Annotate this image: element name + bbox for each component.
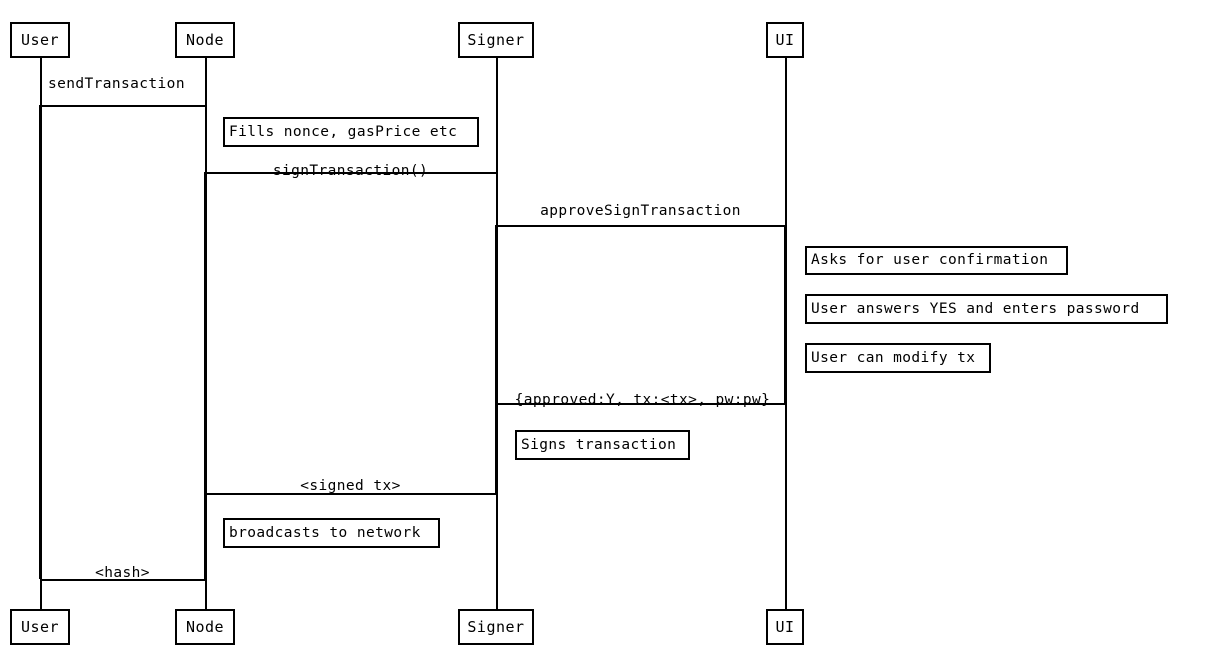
activation-bar-signer: [495, 225, 498, 493]
message-label-approve-sign-transaction: approveSignTransaction: [540, 203, 741, 219]
activation-bar-user: [39, 105, 42, 579]
note-signs-transaction: Signs transaction: [515, 430, 690, 460]
actor-box-user-top[interactable]: User: [10, 22, 70, 58]
message-label-signed-tx: <signed tx>: [300, 478, 401, 494]
actor-box-ui-bottom[interactable]: UI: [766, 609, 804, 645]
note-label-asks-for-user-confirmation: Asks for user confirmation: [811, 252, 1049, 269]
note-user-can-modify-tx: User can modify tx: [805, 343, 991, 373]
actor-box-user-bottom[interactable]: User: [10, 609, 70, 645]
note-label-signs-transaction: Signs transaction: [521, 436, 677, 453]
note-label-user-answers-yes: User answers YES and enters password: [811, 300, 1140, 317]
note-fills-nonce-gasprice: Fills nonce, gasPrice etc: [223, 117, 479, 147]
actor-label-user-bottom: User: [20, 617, 60, 636]
note-asks-for-user-confirmation: Asks for user confirmation: [805, 246, 1068, 275]
actor-label-ui-bottom: UI: [775, 617, 795, 636]
message-line-approve-sign-transaction: [496, 225, 786, 227]
note-label-broadcasts-to-network: broadcasts to network: [229, 524, 421, 541]
actor-box-node-bottom[interactable]: Node: [175, 609, 235, 645]
message-line-signed-tx: [205, 493, 497, 495]
activation-bar-ui: [784, 225, 787, 403]
note-user-answers-yes: User answers YES and enters password: [805, 294, 1168, 324]
message-line-hash: [40, 579, 206, 581]
note-label-user-can-modify-tx: User can modify tx: [811, 349, 976, 366]
actor-box-signer-top[interactable]: Signer: [458, 22, 534, 58]
actor-label-ui-top: UI: [775, 30, 795, 49]
actor-box-signer-bottom[interactable]: Signer: [458, 609, 534, 645]
message-label-sign-transaction: signTransaction(): [272, 163, 429, 179]
message-label-hash: <hash>: [95, 565, 150, 581]
activation-bar-node: [204, 172, 207, 579]
message-line-send-transaction: [40, 105, 206, 107]
message-label-send-transaction: sendTransaction: [48, 76, 185, 92]
message-label-approved-response: {approved:Y, tx:<tx>, pw:pw}: [514, 392, 771, 408]
actor-label-node-top: Node: [185, 30, 225, 49]
actor-label-signer-bottom: Signer: [467, 617, 525, 636]
actor-box-ui-top[interactable]: UI: [766, 22, 804, 58]
message-line-sign-transaction: [205, 172, 497, 174]
note-broadcasts-to-network: broadcasts to network: [223, 518, 440, 548]
actor-label-user-top: User: [20, 30, 60, 49]
note-label-fills-nonce-gasprice: Fills nonce, gasPrice etc: [229, 123, 458, 140]
actor-label-signer-top: Signer: [467, 30, 525, 49]
actor-label-node-bottom: Node: [185, 617, 225, 636]
actor-box-node-top[interactable]: Node: [175, 22, 235, 58]
message-line-approved-response: [496, 403, 786, 405]
